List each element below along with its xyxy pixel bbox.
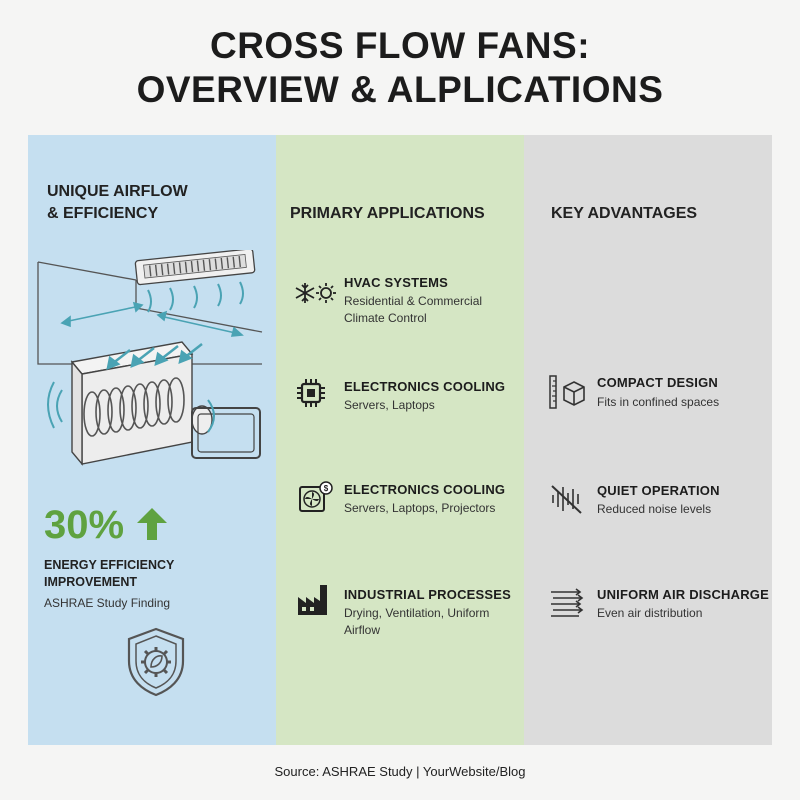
cross-flow-fan-illustration	[37, 250, 263, 466]
stat-value: 30%	[44, 503, 168, 547]
application-title-electronics-1: ELECTRONICS COOLING	[344, 379, 506, 394]
application-title-industrial: INDUSTRIAL PROCESSES	[344, 587, 512, 602]
stat-label-line-1: ENERGY EFFICIENCY	[44, 558, 175, 572]
chip-icon	[297, 379, 325, 407]
stat-label: ENERGY EFFICIENCY IMPROVEMENT	[44, 557, 244, 591]
applications-column	[276, 135, 524, 745]
title-line-2: OVERVIEW & ALPLICATIONS	[136, 69, 664, 110]
application-desc-electronics-2: Servers, Laptops, Projectors	[344, 501, 496, 515]
advantage-desc-quiet: Reduced noise levels	[597, 502, 712, 516]
application-title-electronics-2: ELECTRONICS COOLING	[344, 482, 506, 497]
page-title: CROSS FLOW FANS: OVERVIEW & ALPLICATIONS	[0, 24, 800, 112]
stat-value-text: 30%	[44, 503, 125, 547]
application-desc-industrial: Drying, Ventilation, Uniform Airflow	[344, 605, 519, 639]
efficiency-heading-line-1: UNIQUE AIRFLOW	[47, 183, 188, 200]
airflow-lines-icon	[551, 588, 584, 617]
arrow-up-icon	[137, 508, 168, 540]
shield-gear-leaf-icon	[127, 627, 185, 697]
stat-source: ASHRAE Study Finding	[44, 596, 171, 610]
application-desc-electronics-1: Servers, Laptops	[344, 398, 435, 412]
factory-icon	[298, 585, 327, 615]
application-desc-hvac-line-2: Climate Control	[344, 311, 427, 325]
advantage-title-quiet: QUIET OPERATION	[597, 483, 720, 498]
application-desc-industrial-line-2: Airflow	[344, 623, 381, 637]
fan-box-icon: $	[299, 481, 333, 512]
advantage-title-uniform: UNIFORM AIR DISCHARGE	[597, 587, 769, 602]
efficiency-heading: UNIQUE AIRFLOW & EFFICIENCY	[47, 181, 188, 225]
stat-label-line-2: IMPROVEMENT	[44, 575, 138, 589]
svg-text:$: $	[324, 484, 329, 493]
advantages-column	[524, 135, 772, 745]
ruler-cube-icon	[549, 375, 585, 409]
muted-sound-icon	[551, 485, 582, 514]
title-line-1: CROSS FLOW FANS:	[209, 25, 591, 66]
snowflake-sun-icon	[295, 283, 336, 303]
advantages-heading: KEY ADVANTAGES	[551, 205, 698, 222]
application-desc-hvac: Residential & Commercial Climate Control	[344, 293, 519, 327]
advantage-desc-uniform: Even air distribution	[597, 606, 703, 620]
application-desc-hvac-line-1: Residential & Commercial	[344, 294, 483, 308]
source-footer: Source: ASHRAE Study | YourWebsite/Blog	[274, 764, 526, 779]
application-title-hvac: HVAC SYSTEMS	[344, 275, 449, 290]
application-desc-industrial-line-1: Drying, Ventilation, Uniform	[344, 606, 490, 620]
applications-heading: PRIMARY APPLICATIONS	[290, 205, 485, 222]
advantage-title-compact: COMPACT DESIGN	[597, 375, 719, 390]
advantage-desc-compact: Fits in confined spaces	[597, 395, 720, 409]
efficiency-heading-line-2: & EFFICIENCY	[47, 205, 159, 222]
